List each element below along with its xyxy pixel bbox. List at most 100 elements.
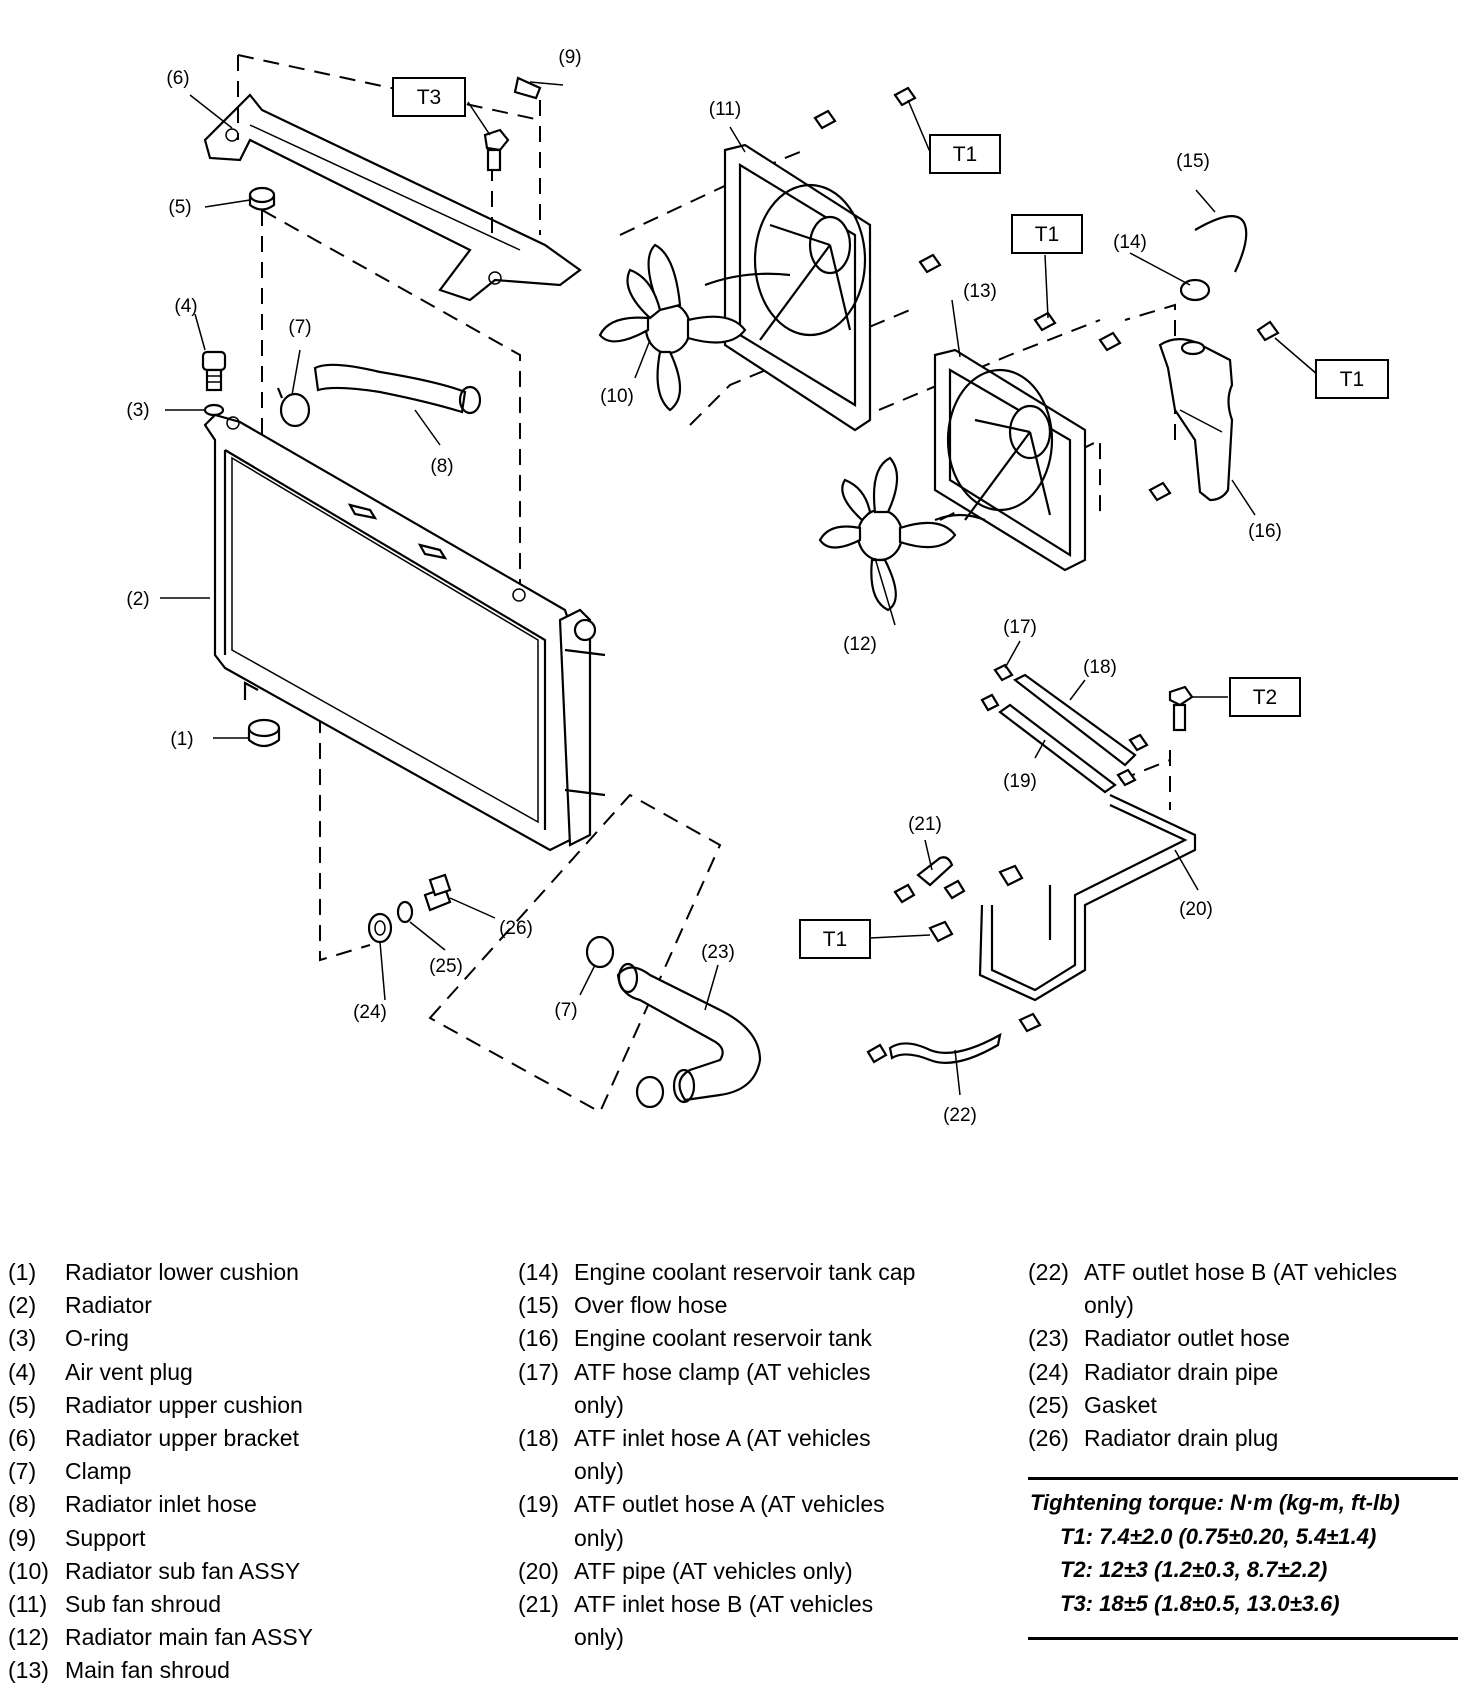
callout-2: (2) xyxy=(126,589,149,610)
gasket xyxy=(396,900,414,924)
legend-item: (23)Radiator outlet hose xyxy=(1028,1325,1290,1352)
reservoir-tank-cap xyxy=(1179,278,1211,302)
callout-10: (10) xyxy=(600,386,634,407)
atf-inlet-hose-a xyxy=(1012,673,1137,767)
legend-item: (11)Sub fan shroud xyxy=(8,1591,222,1618)
legend-item: (2)Radiator xyxy=(8,1292,152,1319)
callout-7-upper: (7) xyxy=(288,317,311,338)
exploded-parts-diagram: T3 T1 T1 T1 T2 T1 (6) (9) (5) (4) (7) (3… xyxy=(126,47,1389,1126)
callout-4: (4) xyxy=(174,296,197,317)
callout-22: (22) xyxy=(943,1105,977,1126)
legend-item: (3)O-ring xyxy=(8,1325,129,1352)
leader-lines xyxy=(160,81,1256,1096)
legend-item: (10)Radiator sub fan ASSY xyxy=(8,1557,301,1584)
radiator-sub-fan xyxy=(598,243,747,412)
main-fan-shroud xyxy=(933,348,1087,572)
legend-item: (19)ATF outlet hose A (AT vehicles only) xyxy=(518,1491,885,1551)
radiator xyxy=(203,413,606,852)
legend-column-1: (1)Radiator lower cushion (2)Radiator (3… xyxy=(8,1256,478,1688)
legend-item: (18)ATF inlet hose A (AT vehicles only) xyxy=(518,1425,871,1485)
torque-tag-t1-reservoir: T1 xyxy=(1315,359,1389,399)
callout-14: (14) xyxy=(1113,232,1147,253)
callout-21: (21) xyxy=(908,814,942,835)
torque-tag-t3: T3 xyxy=(392,77,466,117)
torque-t3: T3: 18±5 (1.8±0.5, 13.0±3.6) xyxy=(1060,1591,1340,1616)
atf-pipe xyxy=(978,794,1197,1002)
main-fan-bolts xyxy=(1033,311,1172,502)
atf-outlet-hose-a xyxy=(998,703,1117,794)
callout-13: (13) xyxy=(963,281,997,302)
legend-item: (6)Radiator upper bracket xyxy=(8,1425,299,1452)
callout-9: (9) xyxy=(558,47,581,68)
legend-item: (26)Radiator drain plug xyxy=(1028,1425,1279,1452)
torque-tag-t1-atf: T1 xyxy=(799,919,871,959)
callout-18: (18) xyxy=(1083,657,1117,678)
legend-item: (5)Radiator upper cushion xyxy=(8,1391,303,1418)
torque-t2: T2: 12±3 (1.2±0.3, 8.7±2.2) xyxy=(1060,1557,1328,1582)
callout-8: (8) xyxy=(430,456,453,477)
callout-1: (1) xyxy=(170,729,193,750)
radiator-drain-plug xyxy=(423,873,452,912)
torque-tag-t1-sub-fan: T1 xyxy=(929,134,1001,174)
torque-title: Tightening torque: N·m (kg-m, ft-lb) xyxy=(1030,1490,1400,1515)
torque-tag-t2: T2 xyxy=(1229,677,1301,717)
legend-item: (13)Main fan shroud xyxy=(8,1657,230,1684)
hose-clamp-lower xyxy=(585,935,665,1109)
legend-column-3: (22)ATF outlet hose B (AT vehicles only)… xyxy=(1028,1256,1458,1455)
sub-fan-shroud xyxy=(704,143,872,432)
callout-26: (26) xyxy=(499,918,533,939)
atf-pipe-bolts xyxy=(928,864,1042,1033)
overflow-hose xyxy=(1194,215,1248,273)
legend-item: (17)ATF hose clamp (AT vehicles only) xyxy=(518,1358,871,1418)
callout-24: (24) xyxy=(353,1002,387,1023)
callout-23: (23) xyxy=(701,942,735,963)
torque-tag-t1-main-fan: T1 xyxy=(1011,214,1083,254)
atf-outlet-hose-b xyxy=(866,1032,1002,1064)
legend-item: (14)Engine coolant reservoir tank cap xyxy=(518,1259,916,1285)
svg-text:T1: T1 xyxy=(823,928,848,951)
svg-text:T2: T2 xyxy=(1253,686,1278,709)
o-ring xyxy=(203,403,225,417)
legend-item: (12)Radiator main fan ASSY xyxy=(8,1624,314,1651)
callout-20: (20) xyxy=(1179,899,1213,920)
callout-11: (11) xyxy=(709,99,741,120)
hose-clamp-inlet-end xyxy=(458,385,482,415)
radiator-lower-cushion xyxy=(247,718,281,748)
radiator-upper-cushion xyxy=(248,186,276,211)
legend-item: (20)ATF pipe (AT vehicles only) xyxy=(518,1557,853,1584)
legend-item: (22)ATF outlet hose B (AT vehicles only) xyxy=(1028,1259,1398,1319)
callout-3: (3) xyxy=(126,400,149,421)
engine-coolant-reservoir-tank xyxy=(1158,338,1234,502)
svg-text:T1: T1 xyxy=(953,143,978,166)
callout-12: (12) xyxy=(843,634,877,655)
bolt-t2 xyxy=(1168,685,1194,732)
support-bracket xyxy=(513,76,542,100)
legend-item: (7)Clamp xyxy=(8,1458,132,1485)
legend-item: (24)Radiator drain pipe xyxy=(1028,1358,1279,1385)
legend-item: (1)Radiator lower cushion xyxy=(8,1259,299,1285)
atf-hose-clamps xyxy=(980,663,1149,787)
svg-text:T3: T3 xyxy=(417,86,442,109)
legend-item: (15)Over flow hose xyxy=(518,1292,728,1319)
callout-6: (6) xyxy=(166,68,189,89)
hose-clamp-upper xyxy=(276,387,311,428)
radiator-outlet-hose xyxy=(616,962,762,1104)
radiator-upper-bracket xyxy=(203,93,582,302)
bolt-t3 xyxy=(483,128,510,172)
callout-labels: (6) (9) (5) (4) (7) (3) (8) (2) (1) (11)… xyxy=(126,47,1282,1126)
torque-leader-lines xyxy=(467,99,1319,939)
callout-17: (17) xyxy=(1003,617,1037,638)
legend-column-2: (14)Engine coolant reservoir tank cap (1… xyxy=(518,1256,938,1654)
legend-item: (25)Gasket xyxy=(1028,1391,1157,1418)
atf-inlet-hose-b xyxy=(893,856,966,904)
legend-item: (8)Radiator inlet hose xyxy=(8,1491,257,1518)
callout-5: (5) xyxy=(168,197,191,218)
callout-25: (25) xyxy=(429,956,463,977)
legend-item: (21)ATF inlet hose B (AT vehicles only) xyxy=(518,1591,874,1651)
air-vent-plug xyxy=(201,350,227,392)
sub-fan-bolts xyxy=(813,86,942,274)
callout-16: (16) xyxy=(1248,521,1282,542)
legend-item: (9)Support xyxy=(8,1524,146,1551)
radiator-inlet-hose xyxy=(313,363,467,414)
callout-7-lower: (7) xyxy=(554,1000,577,1021)
